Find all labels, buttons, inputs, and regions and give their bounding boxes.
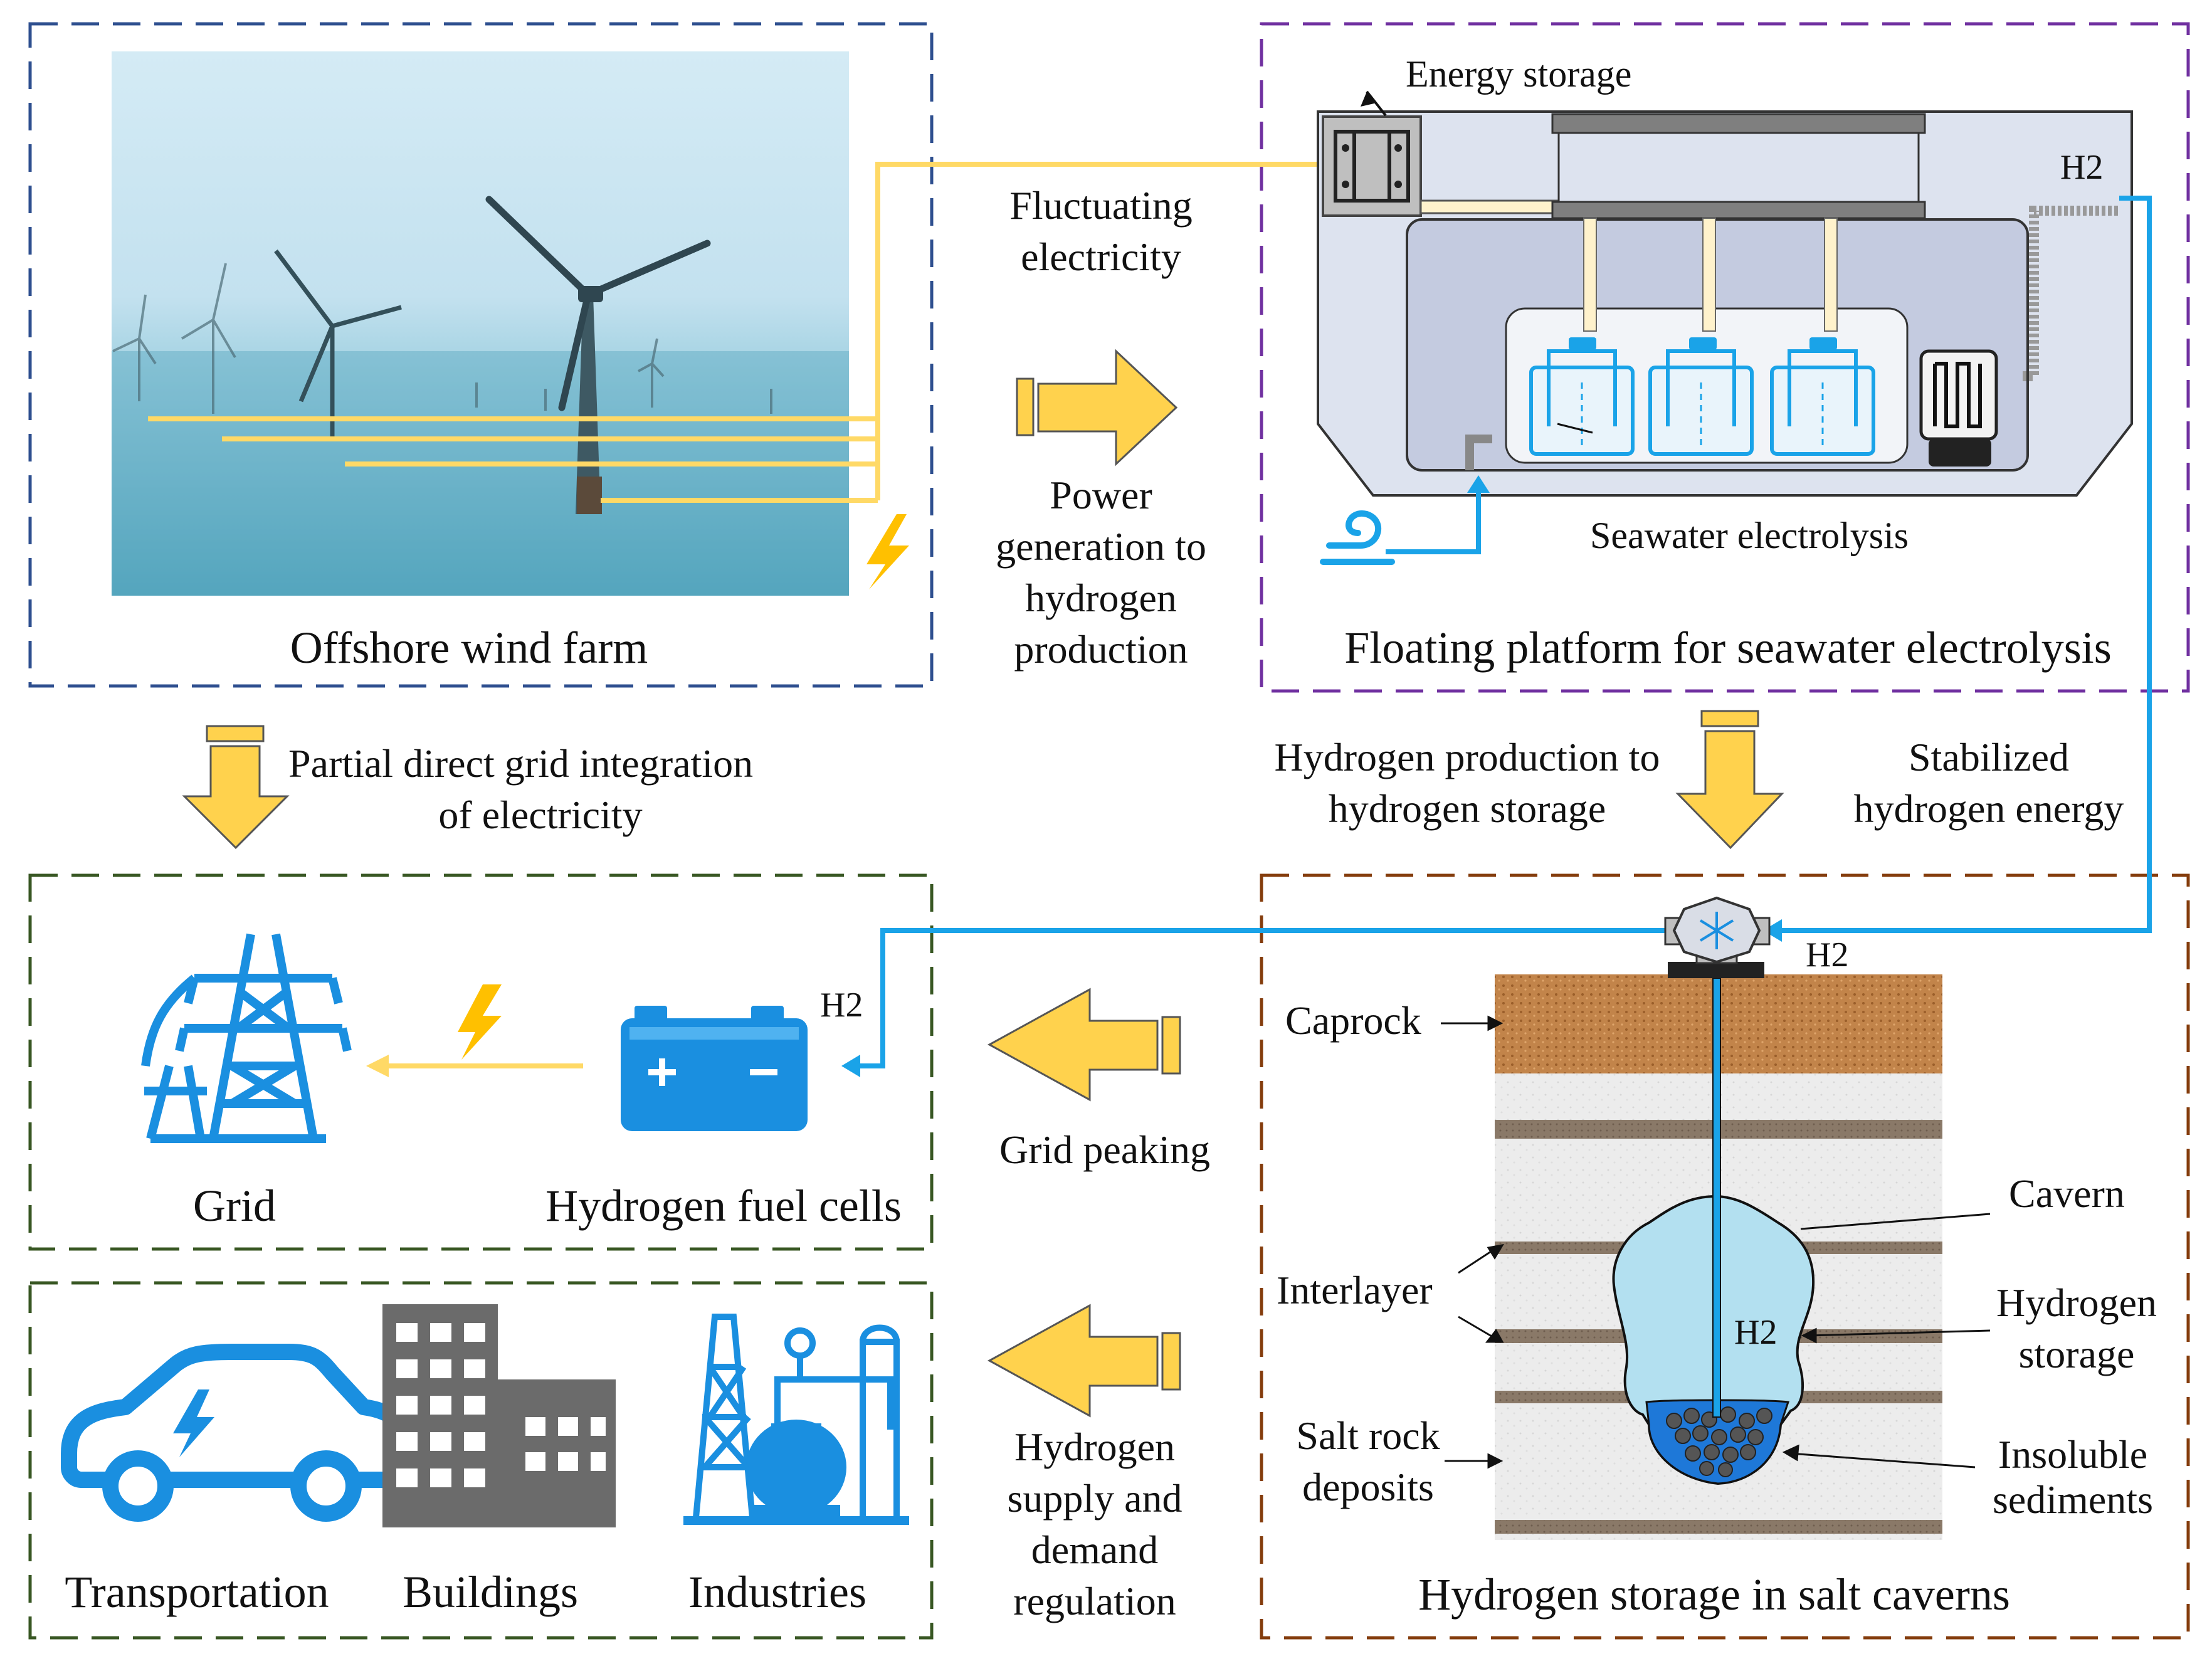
cavern-h2-top-label: H2 — [1806, 936, 1849, 974]
platform-h2-label: H2 — [2060, 148, 2104, 187]
electrolyzer-stack-icon — [1551, 113, 1926, 219]
electric-car-icon — [61, 1344, 409, 1522]
grid-label: Grid — [193, 1181, 276, 1231]
supply-label-line2: supply and — [1007, 1476, 1182, 1521]
salt-rock-label-line2: deposits — [1302, 1465, 1434, 1509]
fuel-cell-h2-label: H2 — [820, 986, 863, 1025]
partial-grid-label-line2: of electricity — [438, 793, 643, 837]
platform-caption: Floating platform for seawater electroly… — [1344, 623, 2112, 673]
wind-turbine-icon — [112, 263, 772, 414]
cavern-caption: Hydrogen storage in salt caverns — [1418, 1569, 2010, 1620]
transmission-tower-icon — [141, 933, 352, 1143]
valve-icon — [1664, 896, 1771, 978]
energy-storage-icon — [1322, 115, 1422, 217]
caprock-label: Caprock — [1285, 998, 1421, 1043]
power-cable-lines — [148, 162, 1402, 503]
supply-label-line3: demand — [1031, 1527, 1159, 1572]
arrow-partial-grid — [182, 725, 290, 850]
hydrogen-storage-label-line1: Hydrogen — [1996, 1280, 2157, 1325]
wind-farm-photo — [112, 51, 1423, 596]
power-gen-label-line3: hydrogen — [1025, 576, 1177, 620]
fuel-cells-label: Hydrogen fuel cells — [545, 1181, 902, 1231]
grid-peaking-label: Grid peaking — [999, 1127, 1210, 1172]
arrow-supply-demand — [987, 1304, 1181, 1418]
heater-coil-icon — [1919, 349, 1998, 467]
seawater-electrolysis-label: Seawater electrolysis — [1590, 515, 1909, 556]
uses-panel-border — [28, 1281, 934, 1640]
arrow-grid-peaking — [987, 988, 1181, 1102]
interlayer-label: Interlayer — [1277, 1268, 1433, 1312]
factory-icon — [683, 1314, 909, 1525]
insoluble-sediment-pebbles — [1666, 1406, 1772, 1477]
seawater-intake — [1320, 475, 1490, 565]
power-gen-label-line4: production — [1014, 627, 1188, 672]
arrow-h2-to-storage — [1675, 710, 1784, 850]
insoluble-label-line2: sediments — [1993, 1477, 2153, 1522]
insoluble-label-line1: Insoluble — [1998, 1432, 2148, 1477]
wind-farm-panel-border — [28, 22, 934, 688]
hydrogen-pipe-to-fuel-cells — [853, 928, 1665, 1068]
supply-label-line4: regulation — [1013, 1579, 1176, 1623]
wind-turbine-icon — [485, 196, 711, 514]
hydrogen-storage-label-line2: storage — [2018, 1332, 2135, 1376]
power-gen-label-line2: generation to — [996, 524, 1206, 569]
floating-platform — [1317, 90, 2133, 497]
seawater-wave-icon — [1320, 510, 1395, 565]
fluctuating-label-line2: electricity — [1021, 235, 1181, 279]
stabilized-label-line2: hydrogen energy — [1853, 786, 2124, 831]
transportation-label: Transportation — [65, 1567, 329, 1617]
salt-rock-label-line1: Salt rock — [1296, 1413, 1440, 1458]
buildings-label: Buildings — [402, 1567, 579, 1617]
h2-production-label-line1: Hydrogen production to — [1274, 735, 1660, 779]
partial-grid-label-line1: Partial direct grid integration — [288, 741, 754, 786]
fluctuating-label-line1: Fluctuating — [1009, 183, 1193, 228]
grid-panel-border — [28, 873, 934, 1251]
lightning-icon — [458, 984, 502, 1060]
industries-label: Industries — [688, 1567, 866, 1617]
cavern-panel-border — [1260, 873, 2190, 1640]
battery-icon — [621, 1006, 808, 1131]
wind-farm-caption: Offshore wind farm — [290, 623, 648, 673]
energy-storage-label: Energy storage — [1406, 53, 1632, 95]
cavern-h2-inside-label: H2 — [1734, 1313, 1778, 1352]
wind-turbine-icon — [274, 249, 402, 439]
hydrogen-pipe — [1776, 196, 2152, 933]
cavern-label: Cavern — [2009, 1171, 2125, 1216]
stabilized-label-line1: Stabilized — [1909, 735, 2069, 779]
arrow-power-to-hydrogen — [1016, 349, 1178, 467]
h2-production-label-line2: hydrogen storage — [1328, 786, 1606, 831]
power-gen-label-line1: Power — [1050, 473, 1152, 517]
supply-label-line1: Hydrogen — [1014, 1425, 1175, 1469]
platform-panel-border — [1260, 22, 2190, 693]
lightning-icon — [866, 514, 909, 589]
salt-cavern-cross-section — [1441, 423, 1991, 1540]
